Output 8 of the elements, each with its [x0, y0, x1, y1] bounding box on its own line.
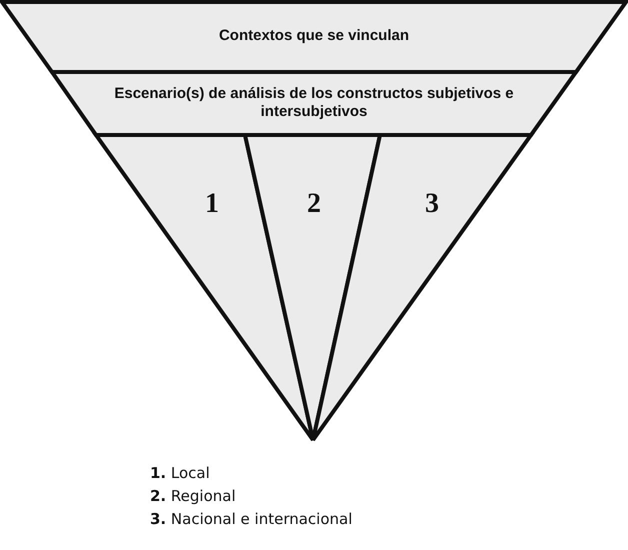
band-label: Contextos que se vinculan: [218, 27, 410, 45]
legend-item: 2. Regional: [150, 487, 236, 505]
section-number: 1: [204, 188, 220, 220]
legend-item: 3. Nacional e internacional: [150, 510, 352, 528]
section-number: 2: [306, 188, 322, 220]
band-label: Escenario(s) de análisis de los constructos subjetivos e intersubjetivos: [113, 85, 515, 121]
section-number: 3: [424, 188, 440, 220]
legend-item: 1. Local: [150, 464, 210, 482]
